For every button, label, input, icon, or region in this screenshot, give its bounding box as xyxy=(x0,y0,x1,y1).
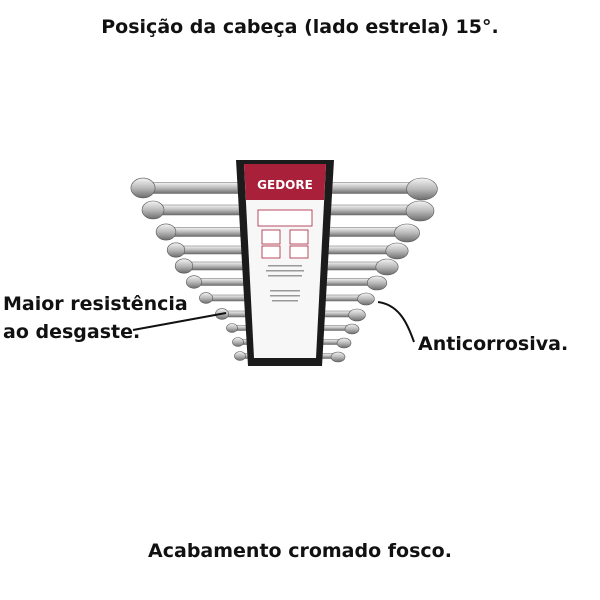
annotation-finish: Acabamento cromado fosco. xyxy=(148,540,452,562)
wrench-open-end xyxy=(130,177,156,199)
annotation-wear-resistance: Maior resistência xyxy=(3,293,188,315)
wrench-open-end xyxy=(186,275,203,289)
wrench-open-end xyxy=(234,351,246,361)
wrench-ring-end xyxy=(366,275,388,291)
wrench-open-end xyxy=(141,200,165,220)
annotation-wear-resistance-2: ao desgaste. xyxy=(3,321,141,343)
wrench-open-end xyxy=(155,223,177,241)
wrench-open-end xyxy=(232,337,244,347)
wrench-ring-end xyxy=(405,200,435,222)
wrench-ring-end xyxy=(357,292,375,306)
wrench-ring-end xyxy=(330,351,346,363)
wrench-open-end xyxy=(166,242,186,258)
wrench-ring-end xyxy=(385,242,409,260)
headline: Posição da cabeça (lado estrela) 15°. xyxy=(101,16,499,38)
wrench-ring-end xyxy=(348,308,366,322)
brand-logo: GEDORE xyxy=(257,178,313,192)
wrench-ring-end xyxy=(406,177,438,201)
wrench-ring-end xyxy=(336,337,352,349)
wrench-open-end xyxy=(174,258,194,274)
wrench-open-end xyxy=(199,292,213,304)
annotation-anticorrosive: Anticorrosiva. xyxy=(418,333,569,355)
brand-band xyxy=(244,164,326,200)
leader-line-left xyxy=(132,312,227,331)
wrench-ring-end xyxy=(375,258,399,276)
wrench-ring-end xyxy=(344,323,360,335)
wrench-ring-end xyxy=(394,223,420,243)
wrench-open-end xyxy=(226,323,238,333)
leader-line-right xyxy=(377,301,415,343)
